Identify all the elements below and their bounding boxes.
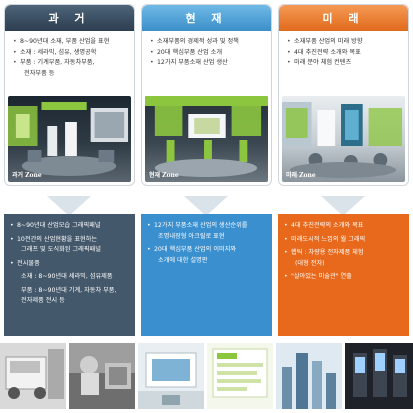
photo-vintage-vehicle xyxy=(0,343,66,409)
past-down-arrow xyxy=(47,196,91,216)
present-down-arrow xyxy=(184,196,228,216)
photo-future-city xyxy=(276,343,342,409)
past-panel-item: 전자제품 전시 등 xyxy=(21,297,65,304)
future-zone-rendering: 미래 Zone xyxy=(282,96,405,182)
future-panel-item: "살아있는 미술관" 연출 xyxy=(284,272,403,282)
future-down-arrow xyxy=(321,196,365,216)
present-bullet-list: 소재부품의 경제적 성과 및 정책 20대 핵심부품 산업 소개 12가지 부품… xyxy=(142,31,271,68)
future-bullet: 4대 추진전략 소개와 목표 xyxy=(287,48,402,58)
past-bullet: 소재 : 세라믹, 섬유, 생명공학 xyxy=(13,48,128,58)
present-panel-item: 소개에 대한 설명판 xyxy=(158,256,208,264)
past-zone-card: 과 거 8~90년대 소재, 부품 산업을 표현 소재 : 세라믹, 섬유, 생… xyxy=(4,4,135,186)
past-detail-panel: 8~90년대 산업모습 그래픽패널 10전간의 산업현황을 표현하는 그래프 및… xyxy=(4,214,135,336)
present-detail-panel: 12가지 부품소재 산업의 생산순위를 조명내장형 아크릴로 표현 20대 핵심… xyxy=(141,214,272,336)
past-panel-item: 10전간의 산업현황을 표현하는 xyxy=(10,235,129,245)
future-panel-item: 4대 추진전략의 소개와 목표 xyxy=(284,221,403,231)
past-panel-item: 8~90년대 산업모습 그래픽패널 xyxy=(10,221,129,231)
future-detail-panel: 4대 추진전략의 소개와 목표 미래도시적 느낌의 월 그래픽 햅틱 : 차량용… xyxy=(278,214,409,336)
present-zone-label: 현재 Zone xyxy=(149,172,179,179)
present-bullet: 20대 핵심부품 산업 소개 xyxy=(150,48,265,58)
future-bullet-list: 소재부품 산업의 미래 방향 4대 추진전략 소개와 목표 미래 분야 체험 컨… xyxy=(279,31,408,68)
past-panel-item: 전시물품 xyxy=(10,259,129,269)
future-zone-card: 미 래 소재부품 산업의 미래 방향 4대 추진전략 소개와 목표 미래 분야 … xyxy=(278,4,409,186)
past-panel-item: 소재 : 8~90년대 세라믹, 섬유제품 xyxy=(21,273,113,280)
column-future: 미 래 소재부품 산업의 미래 방향 4대 추진전략 소개와 목표 미래 분야 … xyxy=(278,4,409,336)
future-panel-item: (대형 전자) xyxy=(295,259,325,267)
past-header: 과 거 xyxy=(5,5,134,31)
future-panel-item: 미래도시적 느낌의 월 그래픽 xyxy=(284,235,403,245)
past-zone-rendering: 과거 Zone xyxy=(8,96,131,182)
past-bullet: 8~90년대 소재, 부품 산업을 표현 xyxy=(13,37,128,47)
present-zone-rendering: 현재 Zone xyxy=(145,96,268,182)
present-panel-item: 조명내장형 아크릴로 표현 xyxy=(158,232,225,240)
column-past: 과 거 8~90년대 소재, 부품 산업을 표현 소재 : 세라믹, 섬유, 생… xyxy=(4,4,135,336)
future-panel-item: 햅틱 : 차량용 전자제품 체험 xyxy=(284,248,403,258)
photo-vintage-worker xyxy=(69,343,135,409)
future-bullet: 소재부품 산업의 미래 방향 xyxy=(287,37,402,47)
past-panel-item: 부품 : 8~90년대 기계, 자동차 부품, xyxy=(21,286,117,294)
photo-future-kiosk xyxy=(345,343,413,409)
past-bullet-list: 8~90년대 소재, 부품 산업을 표현 소재 : 세라믹, 섬유, 생명공학 … xyxy=(5,31,134,78)
future-header: 미 래 xyxy=(279,5,408,31)
column-present: 현 재 소재부품의 경제적 성과 및 정책 20대 핵심부품 산업 소개 12가… xyxy=(141,4,272,336)
present-panel-item: 12가지 부품소재 산업의 생산순위를 xyxy=(147,221,266,231)
photo-present-led-wall xyxy=(207,343,273,409)
past-zone-label: 과거 Zone xyxy=(12,172,42,179)
past-bullet: 부품 : 기계부품, 자동차부품, xyxy=(13,58,128,68)
exhibit-photo-strip xyxy=(0,343,413,409)
future-bullet: 미래 분야 체험 컨텐츠 xyxy=(287,58,402,68)
future-zone-label: 미래 Zone xyxy=(286,172,316,179)
present-header: 현 재 xyxy=(142,5,271,31)
present-zone-card: 현 재 소재부품의 경제적 성과 및 정책 20대 핵심부품 산업 소개 12가… xyxy=(141,4,272,186)
past-panel-item: 그래프 및 도식화된 그래픽패널 xyxy=(21,246,101,253)
past-bullet-continued: 전자부품 등 xyxy=(24,69,55,77)
present-panel-item: 20대 핵심부품 산업의 이미지와 xyxy=(147,245,266,255)
present-bullet: 소재부품의 경제적 성과 및 정책 xyxy=(150,37,265,47)
photo-present-display xyxy=(138,343,204,409)
present-bullet: 12가지 부품소재 산업 생산 xyxy=(150,58,265,68)
